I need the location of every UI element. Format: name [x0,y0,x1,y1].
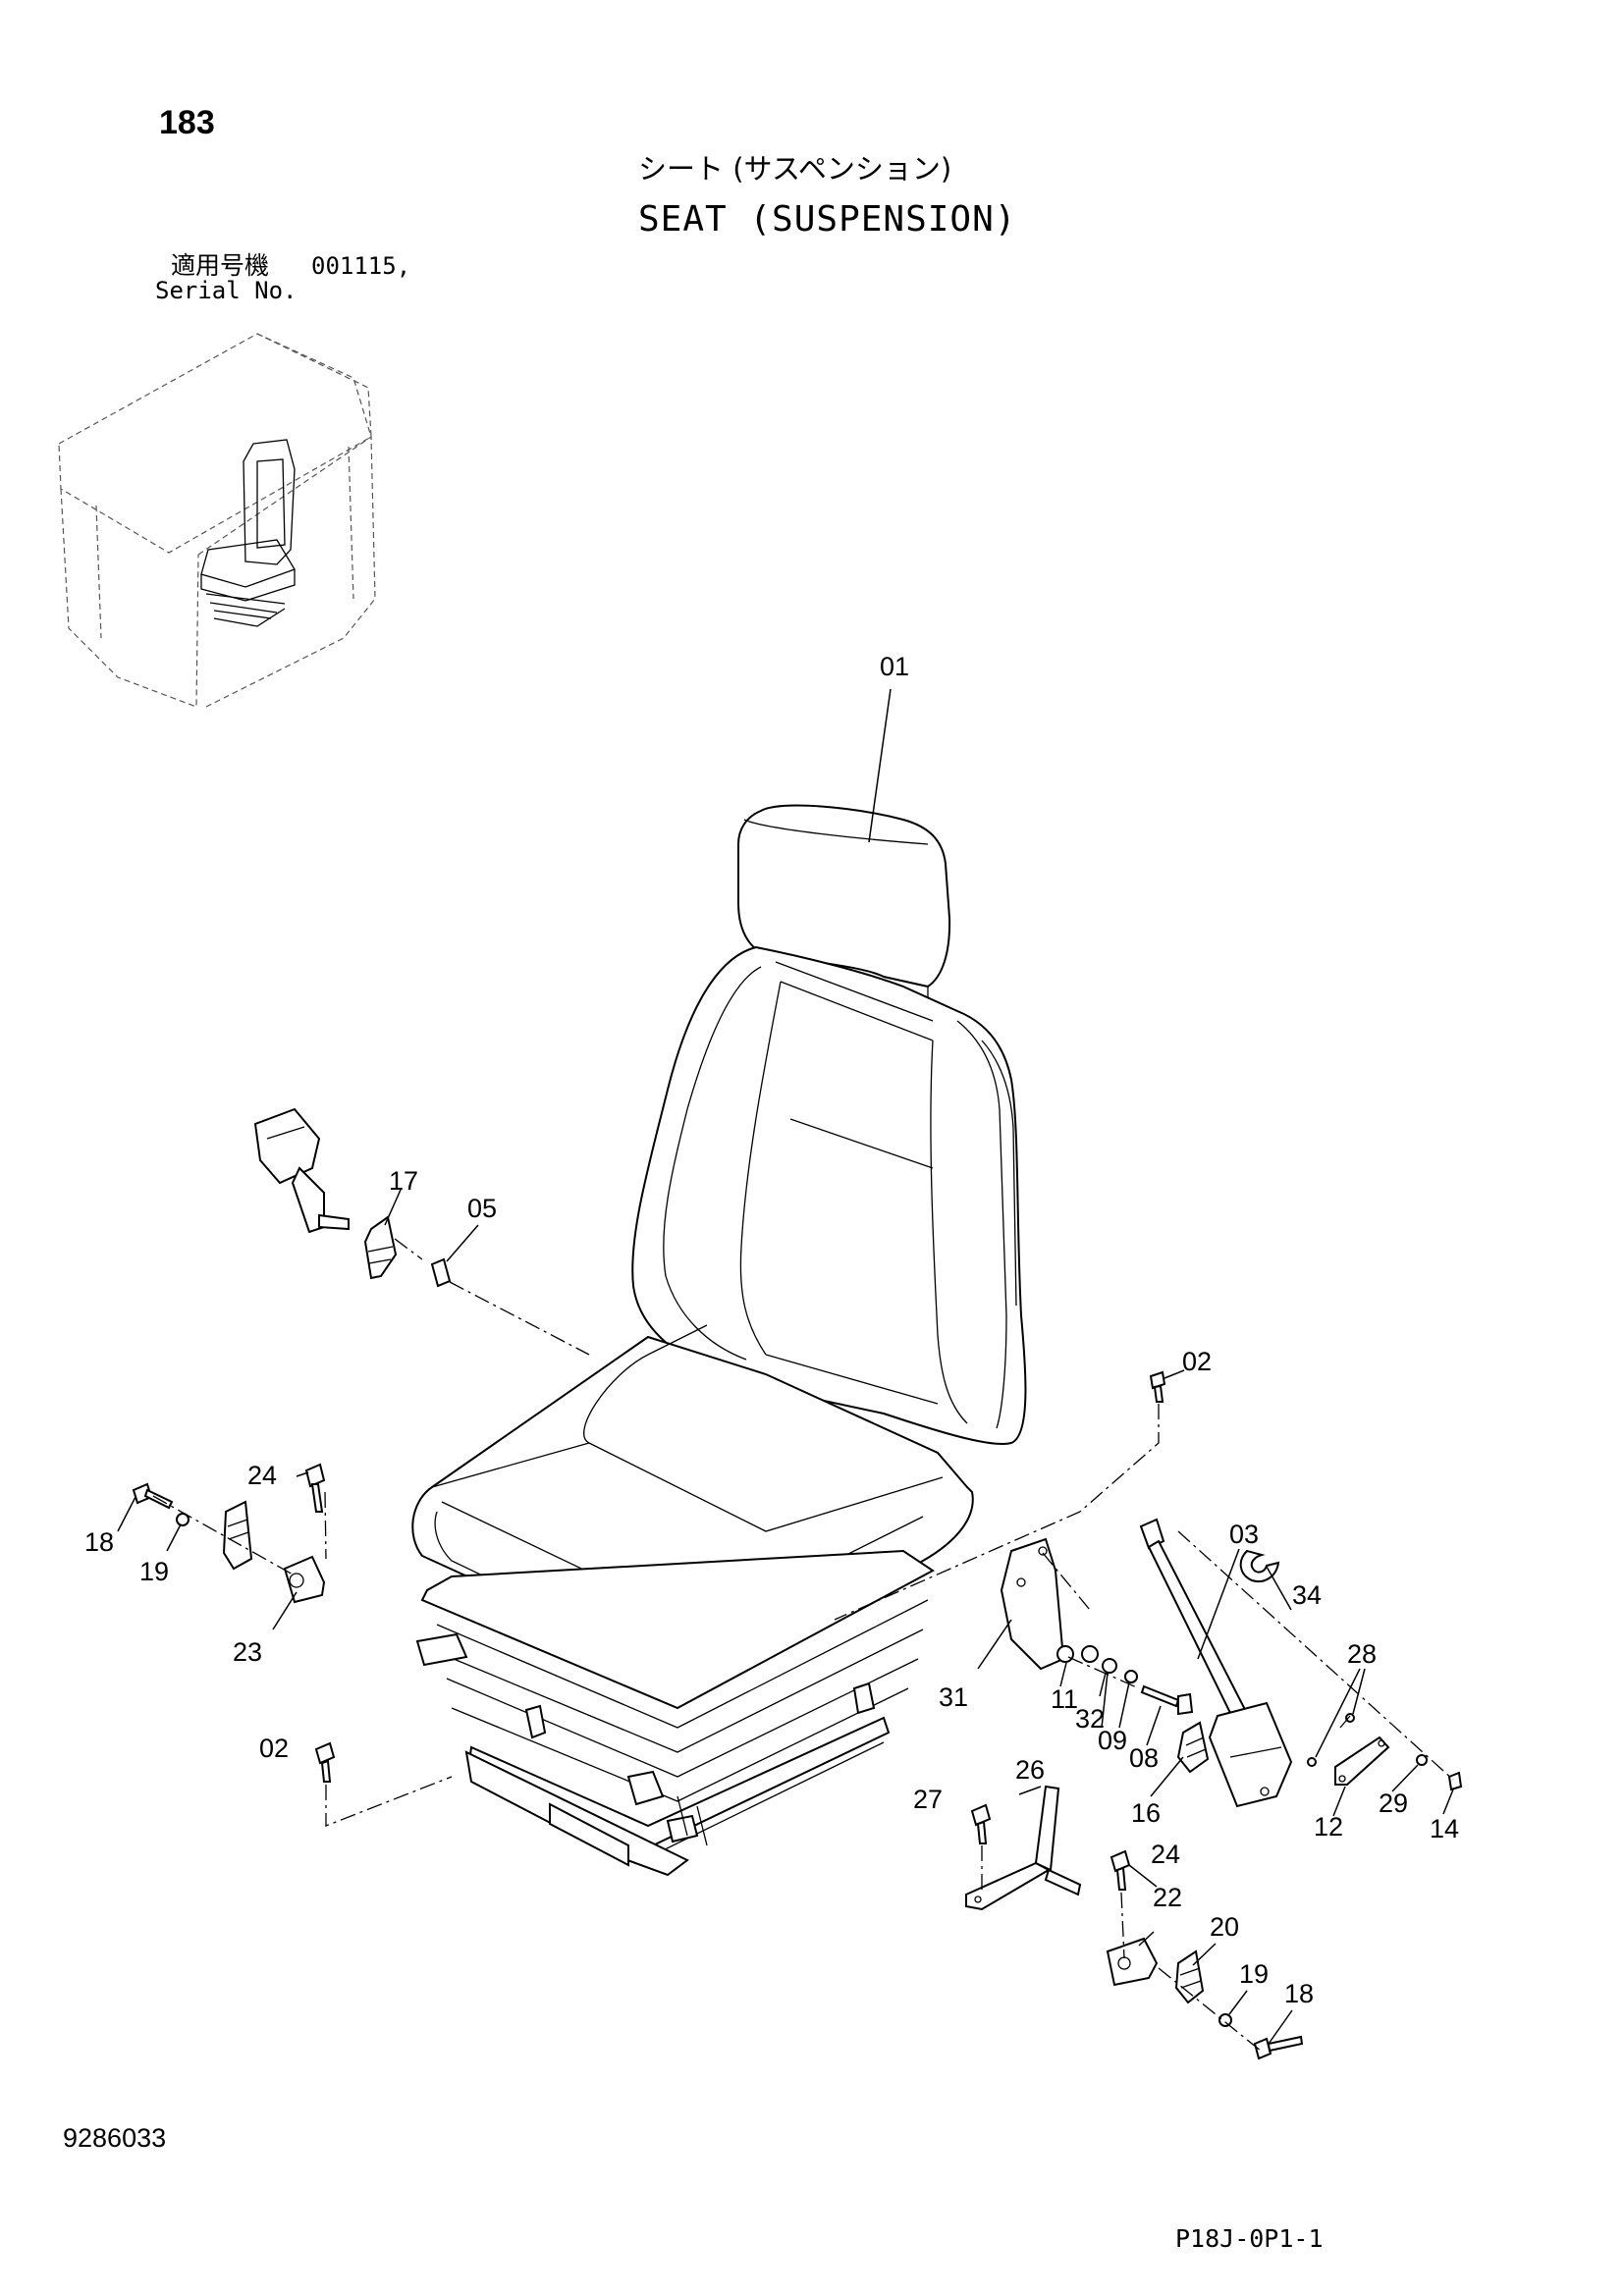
bracket-22 [1106,1937,1159,1987]
callout-22: 22 [1153,1883,1182,1912]
callout-29: 29 [1379,1789,1408,1818]
page-title: SEAT (SUSPENSION) [638,199,1017,240]
callout-11: 11 [1051,1684,1078,1714]
callout-14: 14 [1430,1814,1459,1843]
serial-label: Serial No. [155,277,298,304]
washer-19-lower [1218,2013,1232,2027]
callout-02: 02 [1182,1347,1212,1376]
callout-17: 17 [389,1166,418,1196]
callout-28: 28 [1347,1639,1377,1669]
bolt-18-lower [1253,2035,1304,2060]
bracket-26 [965,1785,1082,1911]
figure-code: P18J-0P1-1 [1175,2224,1324,2253]
callout-05: 05 [467,1194,497,1223]
backrest [631,945,1027,1445]
callout-23: 23 [233,1637,262,1667]
callout-24-lower: 24 [1151,1840,1180,1869]
serial-value: 001115, [311,252,411,280]
callout-19-lower: 19 [1239,1959,1269,1989]
lower-bolt-02 [314,1741,336,1783]
cab-location-inset [58,333,376,708]
callout-34: 34 [1292,1580,1322,1610]
page-number: 183 [159,104,215,141]
spacer-05 [430,1257,452,1288]
callout-16: 16 [1131,1798,1161,1828]
document-number: 9286033 [63,2123,167,2153]
right-hardware [1081,1549,1463,1791]
bracket-17 [363,1215,398,1280]
inset-seat [200,439,296,627]
callout-01: 01 [880,652,909,681]
serial-label-japanese: 適用号機 [171,251,270,280]
callout-08: 08 [1129,1743,1159,1773]
bolt-27 [970,1803,992,1844]
bracket-31 [1000,1537,1074,1671]
callout-12: 12 [1314,1812,1343,1842]
suspension-base [415,1549,935,1856]
right-top-bolt-02 [1149,1370,1166,1403]
callout-02-lower: 02 [259,1734,289,1763]
bolt-24-lower [1110,1849,1131,1891]
bracket-20 [1174,1949,1205,2004]
seat-assembly [411,804,1027,1877]
title-japanese: シート (サスペンション) [638,152,952,186]
callout-20: 20 [1210,1912,1239,1942]
callout-31: 31 [939,1682,968,1712]
callout-32: 32 [1075,1704,1105,1734]
callout-18: 18 [84,1527,114,1557]
callouts: 01 17 05 02 24 18 19 23 03 34 28 31 11 3… [84,652,1459,2008]
callout-24: 24 [247,1461,277,1490]
callout-27: 27 [913,1785,943,1814]
callout-26: 26 [1015,1755,1045,1785]
belt-buckle-left [253,1107,350,1234]
slide-rail [464,1750,708,1877]
belt-right [1139,1518,1293,1808]
leader-lines [117,688,1454,2045]
callout-19: 19 [139,1557,169,1586]
callout-09: 09 [1098,1726,1127,1755]
centerlines [152,1238,1454,2053]
callout-03: 03 [1229,1520,1259,1549]
callout-18-lower: 18 [1284,1979,1314,2008]
